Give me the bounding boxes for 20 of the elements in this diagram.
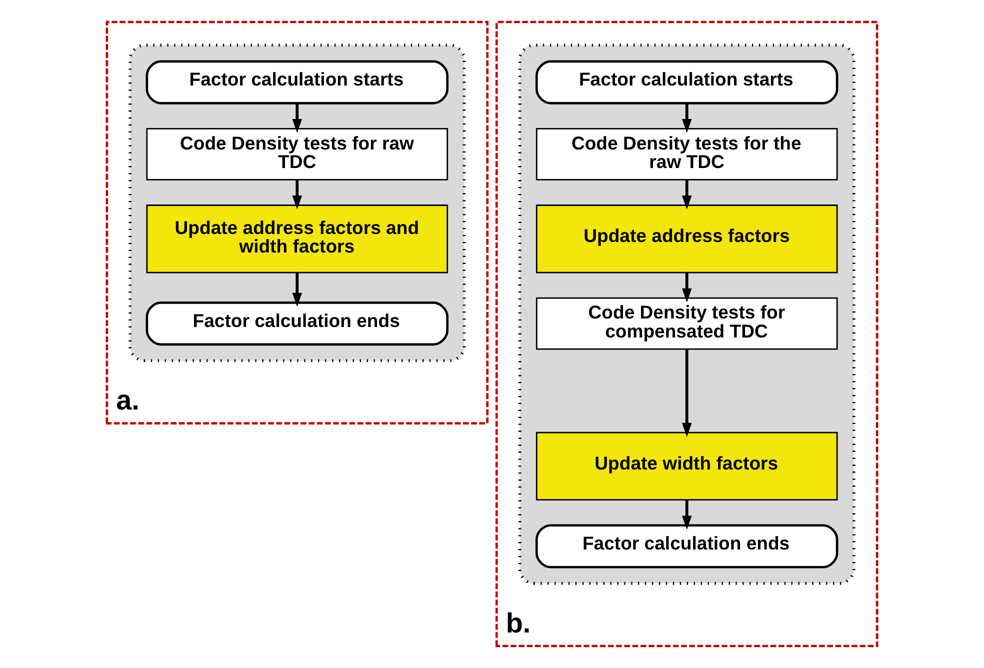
arrow bbox=[292, 272, 302, 307]
node-box: Code Density tests for compensated TDC bbox=[536, 297, 838, 350]
node-box: Factor calculation ends bbox=[536, 524, 838, 568]
arrow bbox=[682, 349, 692, 437]
node-box: Code Density tests for raw TDC bbox=[146, 128, 448, 180]
node-box: Update address factors bbox=[536, 204, 838, 274]
cluster bbox=[128, 44, 466, 362]
arrow bbox=[682, 103, 692, 133]
arrow bbox=[292, 180, 302, 210]
cluster bbox=[518, 44, 856, 585]
arrow bbox=[292, 103, 302, 133]
node-box: Code Density tests for the raw TDC bbox=[536, 128, 838, 180]
node-box: Update address factors and width factors bbox=[146, 204, 448, 274]
node-box: Factor calculation starts bbox=[536, 60, 838, 104]
node-box: Factor calculation ends bbox=[146, 302, 448, 346]
arrow bbox=[682, 500, 692, 530]
arrow bbox=[682, 272, 692, 302]
arrow bbox=[682, 180, 692, 210]
node-box: Update width factors bbox=[536, 432, 838, 501]
node-box: Factor calculation starts bbox=[146, 60, 448, 104]
